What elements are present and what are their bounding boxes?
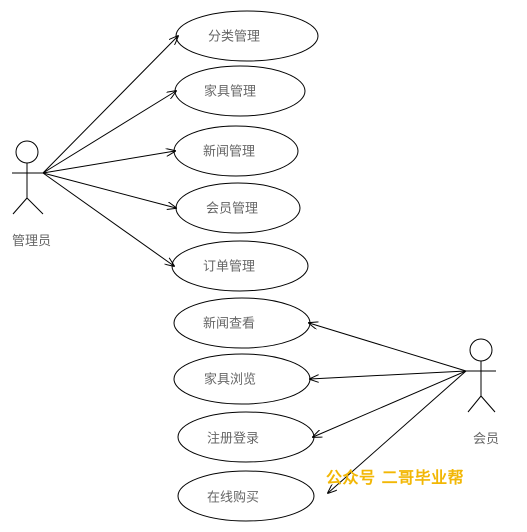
actor-member-right-leg xyxy=(480,395,496,413)
use-case-label-7: 家具浏览 xyxy=(203,372,257,388)
association-lines xyxy=(42,36,467,493)
actor-member-head xyxy=(469,338,493,362)
actor-member-left-leg xyxy=(467,395,482,413)
association-admin-3 xyxy=(42,151,175,174)
association-admin-2 xyxy=(42,91,176,174)
actor-member xyxy=(466,338,496,413)
actor-member-label: 会员 xyxy=(473,432,500,447)
association-member-7 xyxy=(310,370,467,379)
watermark-text: 公众号 二哥毕业帮 xyxy=(326,468,465,487)
actor-admin-head xyxy=(15,140,39,164)
use-case-ellipses xyxy=(171,10,319,522)
association-admin-4 xyxy=(42,172,176,208)
association-admin-1 xyxy=(42,36,178,174)
use-case-label-3: 新闻管理 xyxy=(202,144,256,160)
use-case-label-5: 订单管理 xyxy=(202,259,256,275)
actor-admin-label: 管理员 xyxy=(12,234,52,249)
use-case-label-1: 分类管理 xyxy=(207,29,261,45)
use-case-ellipse-9 xyxy=(177,470,315,522)
association-member-9 xyxy=(328,370,467,493)
use-case-label-6: 新闻查看 xyxy=(202,316,256,332)
actor-admin-left-leg xyxy=(12,197,28,215)
use-case-label-2: 家具管理 xyxy=(203,84,257,100)
use-case-label-4: 会员管理 xyxy=(205,201,259,217)
association-admin-5 xyxy=(42,172,174,266)
actor-admin-right-leg xyxy=(26,197,44,215)
use-case-label-8: 注册登录 xyxy=(206,431,260,447)
association-member-8 xyxy=(313,370,467,437)
use-case-label-9: 在线购买 xyxy=(206,490,260,506)
association-member-6 xyxy=(309,323,467,372)
actor-admin xyxy=(12,140,44,215)
